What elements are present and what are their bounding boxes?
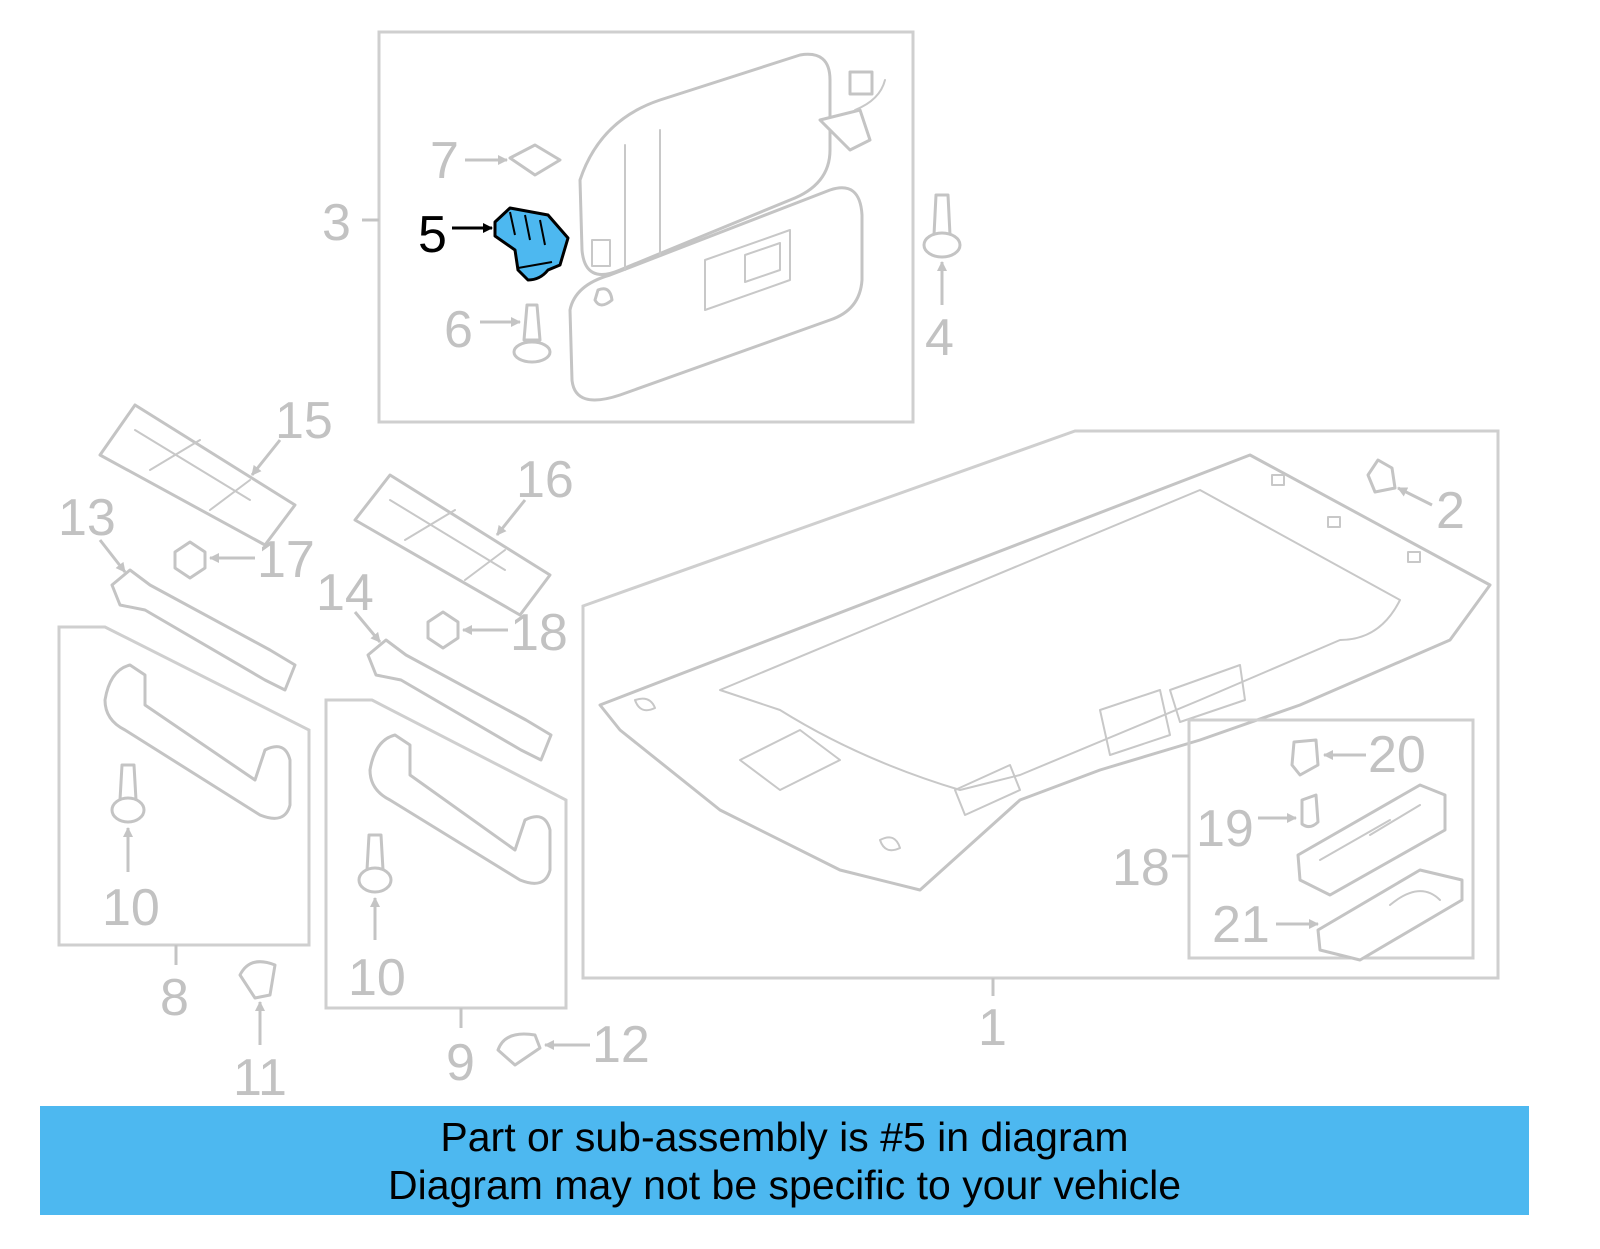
part-14-bracket xyxy=(366,638,553,762)
callout-2: 2 xyxy=(1436,482,1465,540)
callout-9: 9 xyxy=(446,1034,475,1092)
callout-14: 14 xyxy=(316,564,374,622)
banner-line-disclaimer: Diagram may not be specific to your vehi… xyxy=(387,1161,1181,1208)
callout-16: 16 xyxy=(516,451,574,509)
callout-5-highlighted: 5 xyxy=(418,206,447,264)
part-8-grab-handle xyxy=(103,663,292,820)
grab-handle-group-box-8 xyxy=(57,625,311,947)
callout-20: 19 xyxy=(1196,800,1254,858)
sun-visor-drawing xyxy=(568,52,886,402)
callout-10-right: 10 xyxy=(348,949,406,1007)
callout-10-left: 10 xyxy=(102,879,160,937)
part-4-bolt xyxy=(922,193,962,259)
part-16-bracket xyxy=(353,473,552,617)
callout-6: 6 xyxy=(444,301,473,359)
callout-11: 11 xyxy=(233,1049,287,1107)
callout-13: 13 xyxy=(58,489,116,547)
callout-18: 18 xyxy=(510,604,568,662)
part-12-cap xyxy=(496,1032,542,1067)
callout-8: 8 xyxy=(160,969,189,1027)
callout-4: 4 xyxy=(925,309,954,367)
part-9-grab-handle xyxy=(368,733,552,885)
callout-22: 21 xyxy=(1212,896,1270,954)
part-2-clip xyxy=(1366,458,1397,494)
part-6-screw xyxy=(512,303,552,364)
part-10-bolt-right xyxy=(357,833,393,894)
part-13-bracket xyxy=(110,568,297,692)
callout-15: 15 xyxy=(275,392,333,450)
part-11-cap xyxy=(238,960,277,1000)
part-20-bulb xyxy=(1300,793,1320,829)
part-5-highlighted xyxy=(493,206,570,282)
dome-lamp-group-box xyxy=(1187,718,1475,960)
part-10-bolt-left xyxy=(110,763,146,824)
part-21-bulb-holder xyxy=(1290,738,1320,777)
callout-19: 18 xyxy=(1112,839,1170,897)
callout-12: 12 xyxy=(592,1016,650,1074)
headliner-group-box xyxy=(581,429,1500,980)
part-22-lamp-lens xyxy=(1316,868,1464,962)
callout-3: 3 xyxy=(322,194,351,252)
sun-visor-group-box xyxy=(377,30,915,424)
banner-line-part-number: Part or sub-assembly is #5 in diagram xyxy=(440,1113,1129,1160)
part-1-headliner xyxy=(598,453,1492,892)
info-banner: Part or sub-assembly is #5 in diagram Di… xyxy=(40,1106,1529,1215)
callout-1: 1 xyxy=(978,999,1007,1057)
callout-21: 20 xyxy=(1368,726,1426,784)
part-19-lamp-housing xyxy=(1296,783,1447,897)
part-7-clip xyxy=(508,143,562,177)
part-15-bracket xyxy=(98,403,297,547)
part-18-nut xyxy=(426,610,460,650)
callout-17: 17 xyxy=(257,531,315,589)
grab-handle-group-box-9 xyxy=(324,698,568,1010)
part-17-nut xyxy=(173,540,207,580)
callout-7: 7 xyxy=(430,132,459,190)
